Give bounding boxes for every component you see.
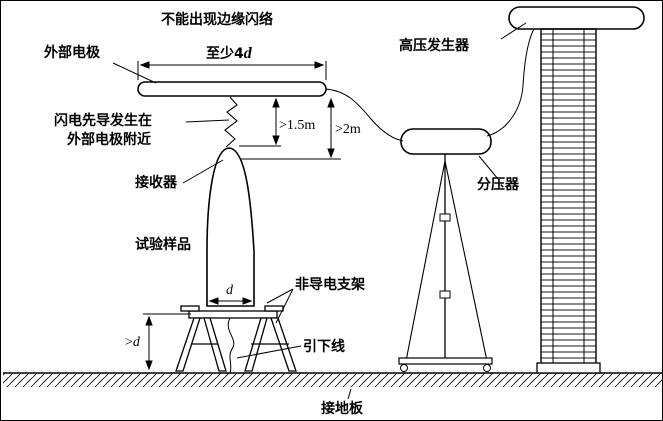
span-dimension <box>137 61 327 80</box>
test-sample-label: 试验样品 <box>135 237 191 253</box>
voltage-divider <box>398 128 493 372</box>
ground-plate <box>3 372 662 387</box>
divider-generator-wire <box>486 20 542 137</box>
height-dimension <box>143 313 191 371</box>
receptor-label: 接收器 <box>135 175 177 191</box>
generator-leader <box>500 22 527 40</box>
gap-dimensions <box>231 97 341 160</box>
support-leader <box>266 288 294 304</box>
test-sample <box>206 147 255 307</box>
hv-generator <box>508 6 645 374</box>
non-conductive-support <box>175 305 297 372</box>
down-conductor-leader <box>236 345 302 359</box>
ground-plate-label: 接地板 <box>321 401 363 417</box>
leader-label-line1: 闪电先导发生在 <box>54 113 152 129</box>
support-leader-2 <box>275 288 294 324</box>
electrode-leader <box>112 62 157 84</box>
height-label: >d <box>125 335 140 351</box>
lightning-leader <box>224 96 238 148</box>
leader-label-line2: 外部电极附近 <box>67 132 151 148</box>
min-span-var: d <box>243 45 252 62</box>
voltage-divider-label: 分压器 <box>477 177 519 193</box>
external-electrode-label: 外部电极 <box>44 45 100 61</box>
electrode-divider-wire <box>325 88 404 142</box>
diameter-label: d <box>226 283 233 298</box>
ground-leader <box>347 388 352 400</box>
gap-small-label: >1.5m <box>279 118 316 133</box>
height-var: d <box>132 335 140 350</box>
leader-text-leader <box>185 119 230 123</box>
down-conductor-label: 引下线 <box>303 339 345 355</box>
receptor-leader <box>182 159 224 184</box>
min-span-label: 至少4d <box>206 45 252 63</box>
external-electrode <box>137 81 327 97</box>
divider-leader <box>478 155 499 180</box>
support-label: 非导电支架 <box>295 277 365 293</box>
hv-generator-label: 高压发生器 <box>399 38 469 54</box>
min-span-prefix: 至少4 <box>206 46 244 62</box>
height-prefix: > <box>125 335 133 350</box>
diameter-dimension <box>208 297 253 305</box>
gap-large-label: >2m <box>335 122 361 137</box>
diagram-title: 不能出现边缘闪络 <box>161 12 273 28</box>
down-conductor <box>227 317 235 374</box>
